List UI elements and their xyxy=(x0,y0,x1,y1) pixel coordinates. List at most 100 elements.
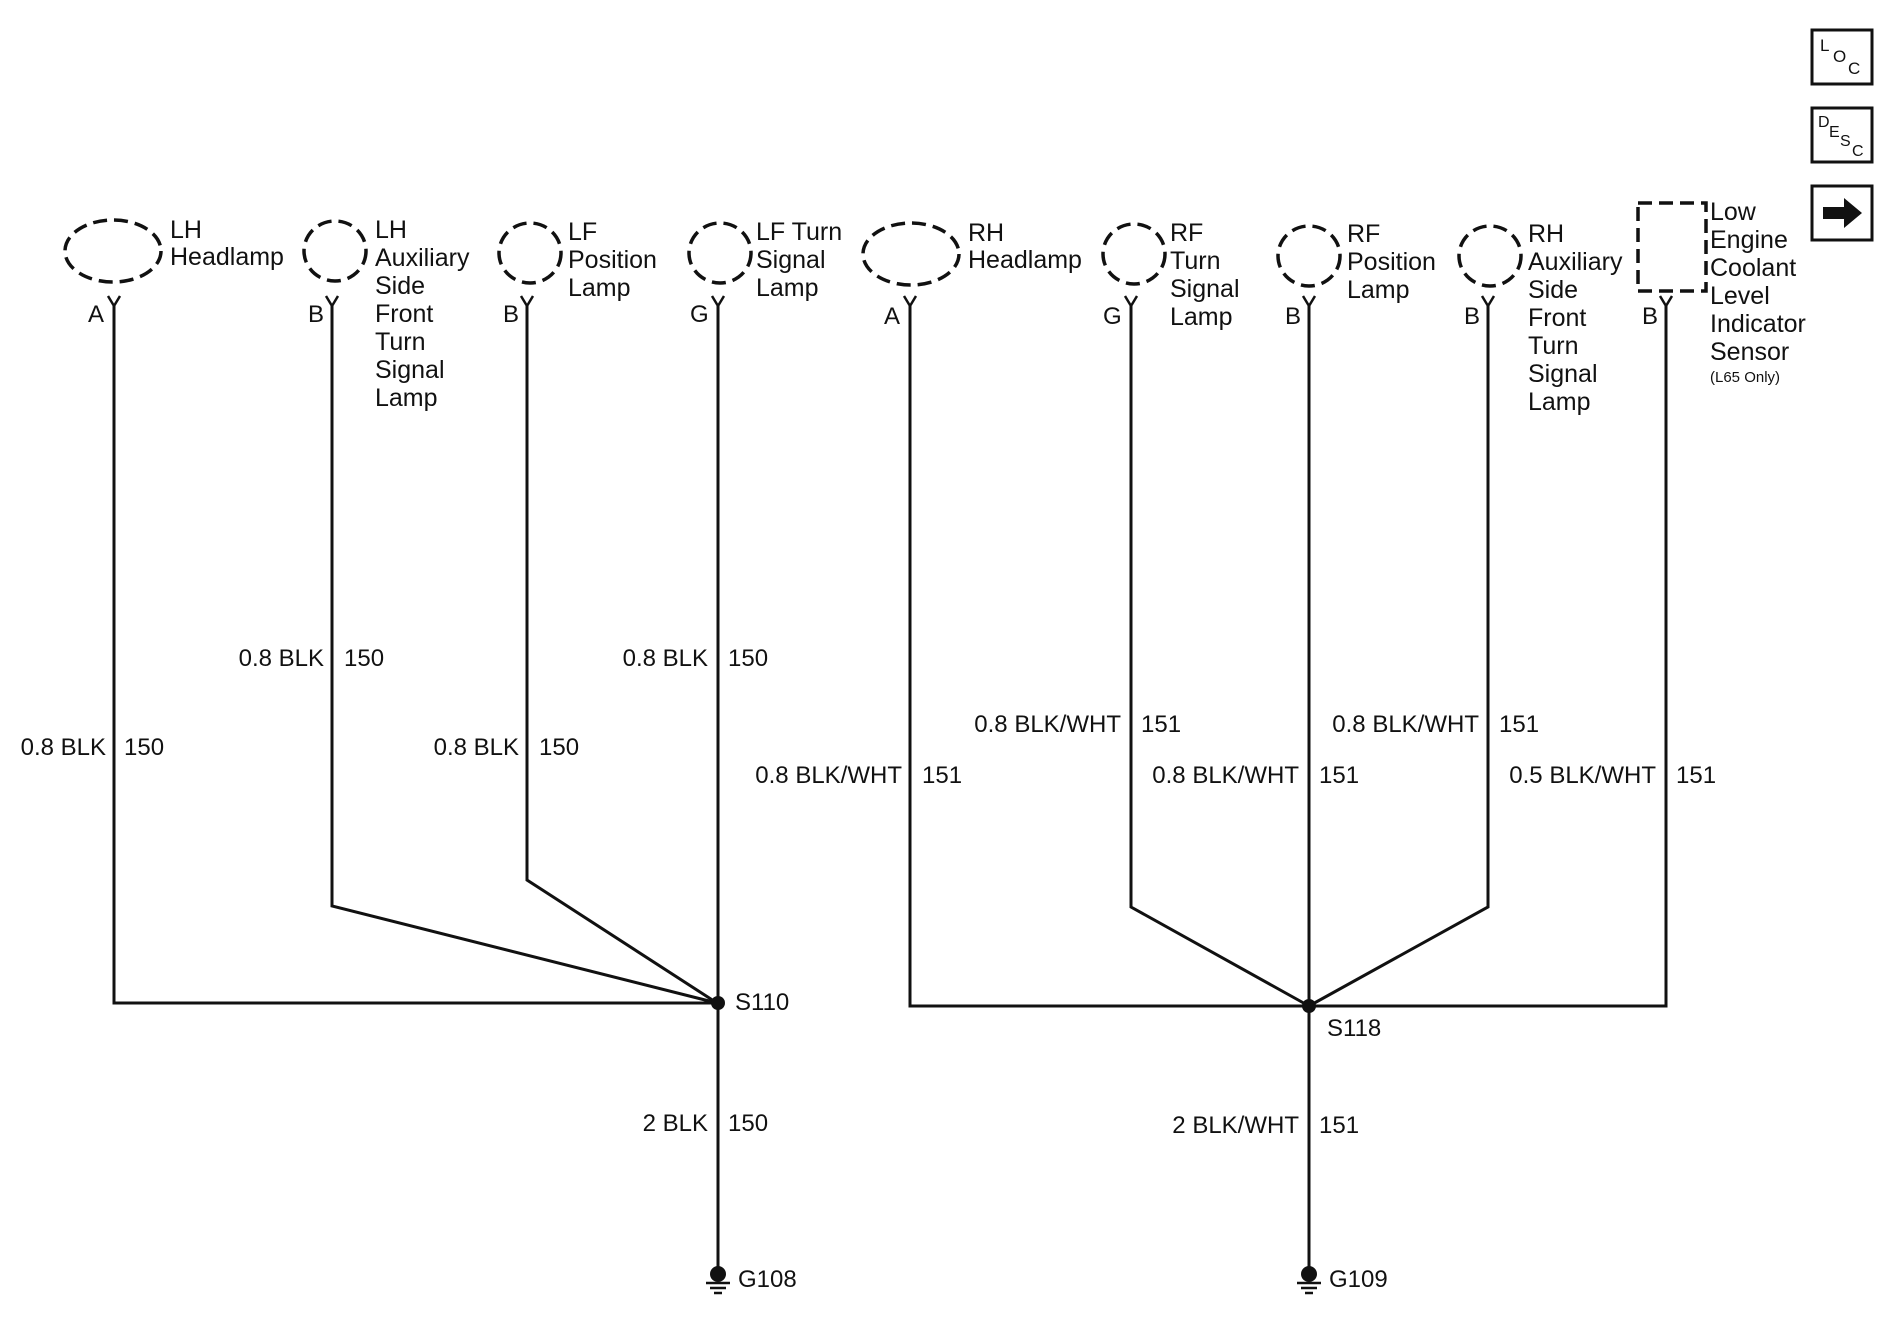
loc-button[interactable]: L O C xyxy=(1810,28,1874,86)
low-coolant-label-line: Indicator xyxy=(1710,310,1806,338)
wire-lh-headlamp xyxy=(112,306,717,1005)
rh-headlamp-connector xyxy=(902,295,918,309)
lf-position-label: LF Position Lamp xyxy=(568,218,664,302)
ground-g108-label: G108 xyxy=(738,1266,797,1293)
lh-aux-side-label-line: Lamp xyxy=(375,384,438,412)
lf-turn-label-line: LF Turn xyxy=(756,218,842,246)
wire-circuit: 151 xyxy=(1319,762,1359,789)
rh-aux-side-connector xyxy=(1480,295,1496,309)
rh-aux-side-label-line: Signal xyxy=(1528,360,1598,388)
lf-turn-connector xyxy=(710,295,726,309)
lh-headlamp-label-line: LH xyxy=(170,216,202,244)
rh-headlamp-label: RH Headlamp xyxy=(968,219,1082,274)
wire-spec: 0.8 BLK/WHT xyxy=(1152,762,1299,789)
wire-rh-headlamp xyxy=(908,306,1309,1008)
rf-position-connector xyxy=(1301,295,1317,309)
low-coolant-label-line: Engine xyxy=(1710,226,1788,254)
rh-aux-side-symbol xyxy=(1457,224,1523,288)
rf-turn-label-line: Lamp xyxy=(1170,303,1233,331)
splice-s110-dot xyxy=(711,996,725,1010)
lf-position-label-line: Position xyxy=(568,246,657,274)
lh-headlamp-label-line: Headlamp xyxy=(170,243,284,271)
lf-position-pin: B xyxy=(503,301,519,328)
lh-aux-side-label-line: Turn xyxy=(375,328,425,356)
lf-turn-symbol xyxy=(687,221,753,285)
rh-headlamp-pin: A xyxy=(884,303,900,330)
rf-turn-label-line: Signal xyxy=(1170,275,1240,303)
wire-circuit: 150 xyxy=(728,645,768,672)
rf-turn-label: RF Turn Signal Lamp xyxy=(1170,219,1246,331)
loc-button-sub: O xyxy=(1833,47,1846,66)
desc-button-sub3: C xyxy=(1852,143,1864,160)
lf-turn-label: LF Turn Signal Lamp xyxy=(756,218,849,302)
wire-circuit: 151 xyxy=(1319,1112,1359,1139)
wire-spec: 0.5 BLK/WHT xyxy=(1509,762,1656,789)
low-coolant-note: (L65 Only) xyxy=(1710,369,1780,386)
rh-aux-side-label-line: Front xyxy=(1528,304,1586,332)
rf-position-label: RF Position Lamp xyxy=(1347,220,1443,304)
desc-button[interactable]: D E S C xyxy=(1810,106,1874,164)
low-coolant-label-line: Low xyxy=(1710,198,1757,226)
lf-position-label-line: Lamp xyxy=(568,274,631,302)
low-coolant-label-line: Level xyxy=(1710,282,1770,310)
rh-aux-side-label-line: Auxiliary xyxy=(1528,248,1623,276)
lh-aux-side-pin: B xyxy=(308,301,324,328)
wire-spec: 0.8 BLK/WHT xyxy=(1332,711,1479,738)
lh-aux-side-label-line: Auxiliary xyxy=(375,244,470,272)
rh-headlamp-label-line: RH xyxy=(968,219,1004,247)
wire-spec: 2 BLK/WHT xyxy=(1172,1112,1299,1139)
wire-spec: 0.8 BLK/WHT xyxy=(755,762,902,789)
rh-aux-side-label-line: Side xyxy=(1528,276,1578,304)
lf-position-label-line: LF xyxy=(568,218,597,246)
loc-button-main: L xyxy=(1820,36,1829,55)
rf-turn-pin: G xyxy=(1103,303,1122,330)
lh-aux-side-label: LH Auxiliary Side Front Turn Signal Lamp xyxy=(375,216,476,412)
lf-position-symbol xyxy=(497,221,563,285)
splice-s118-dot xyxy=(1302,999,1316,1013)
lh-aux-side-label-line: LH xyxy=(375,216,407,244)
desc-button-main: D xyxy=(1818,114,1830,131)
rf-position-label-line: Lamp xyxy=(1347,276,1410,304)
next-button[interactable] xyxy=(1810,184,1874,242)
splice-s110-label: S110 xyxy=(735,989,789,1016)
lf-position-connector xyxy=(519,295,535,309)
lh-headlamp-label: LH Headlamp xyxy=(170,216,284,271)
rh-aux-side-label: RH Auxiliary Side Front Turn Signal Lamp xyxy=(1528,220,1629,416)
lf-turn-label-line: Signal xyxy=(756,246,826,274)
wire-circuit: 151 xyxy=(1141,711,1181,738)
rf-turn-label-line: Turn xyxy=(1170,247,1220,275)
wire-circuit: 150 xyxy=(124,734,164,761)
lh-aux-side-connector xyxy=(324,295,340,309)
low-coolant-connector xyxy=(1658,295,1674,309)
wire-low-coolant xyxy=(1309,306,1668,1008)
lh-headlamp-symbol xyxy=(63,218,163,284)
wire-circuit: 150 xyxy=(728,1110,768,1137)
rh-aux-side-pin: B xyxy=(1464,303,1480,330)
lf-turn-pin: G xyxy=(690,301,709,328)
wire-circuit: 151 xyxy=(1499,711,1539,738)
low-coolant-label: Low Engine Coolant Level Indicator Senso… xyxy=(1710,198,1813,366)
wire-lf-position xyxy=(525,306,718,1005)
wire-circuit: 150 xyxy=(539,734,579,761)
loc-button-sub2: C xyxy=(1848,59,1860,78)
rh-headlamp-label-line: Headlamp xyxy=(968,246,1082,274)
low-coolant-pin: B xyxy=(1642,303,1658,330)
desc-button-sub: E xyxy=(1829,124,1840,141)
low-coolant-label-line: Sensor xyxy=(1710,338,1789,366)
lh-headlamp-pin: A xyxy=(88,301,104,328)
rh-aux-side-label-line: Turn xyxy=(1528,332,1578,360)
splice-s118-label: S118 xyxy=(1327,1015,1381,1042)
rh-headlamp-symbol xyxy=(861,221,961,287)
rh-aux-side-label-line: Lamp xyxy=(1528,388,1591,416)
lh-headlamp-connector xyxy=(106,295,122,309)
rf-position-label-line: RF xyxy=(1347,220,1380,248)
ground-g109-symbol xyxy=(1297,1266,1321,1295)
rf-position-symbol xyxy=(1276,224,1342,288)
wire-spec: 0.8 BLK xyxy=(623,645,708,672)
ground-g108-symbol xyxy=(706,1266,730,1295)
desc-button-sub2: S xyxy=(1840,133,1851,150)
wire-spec: 0.8 BLK xyxy=(21,734,106,761)
rf-turn-label-line: RF xyxy=(1170,219,1203,247)
wire-circuit: 151 xyxy=(1676,762,1716,789)
